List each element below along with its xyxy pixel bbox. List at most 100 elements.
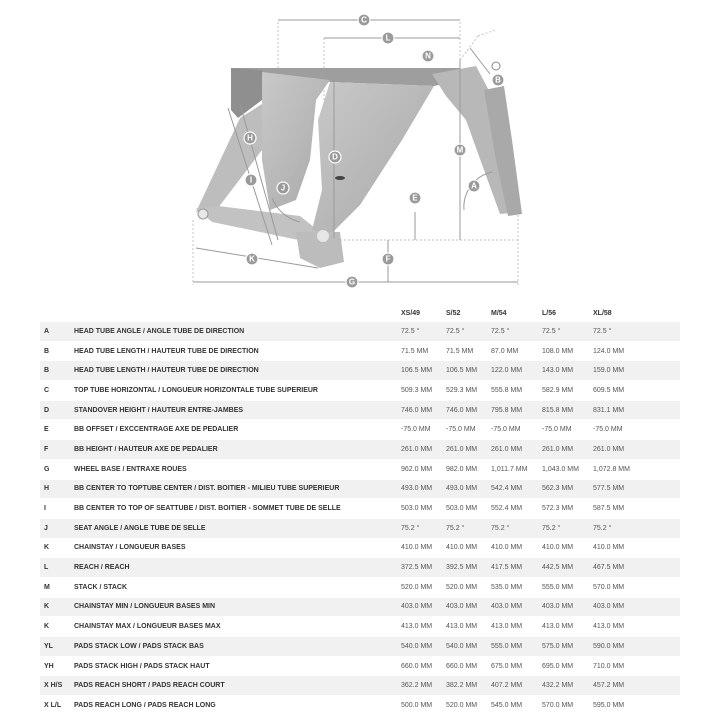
- row-value-cell: 710.0 MM: [593, 662, 625, 670]
- row-code: I: [44, 505, 46, 513]
- badge-f: F: [381, 252, 395, 266]
- row-value-cell: 509.3 MM: [401, 386, 433, 394]
- row-value-cell: 71.5 MM: [401, 347, 429, 355]
- row-measurement-name: WHEEL BASE / ENTRAXE ROUES: [74, 465, 187, 473]
- row-value-cell: 75.2 °: [491, 524, 510, 532]
- dimension-badges: C L N B H D M I J A E F K G: [243, 13, 505, 289]
- row-value-cell: 403.0 MM: [446, 603, 478, 611]
- row-value-cell: 261.0 MM: [401, 445, 433, 453]
- row-value-cell: 75.2 °: [542, 524, 561, 532]
- row-value-cell: 106.5 MM: [401, 367, 433, 375]
- row-code: F: [44, 445, 49, 453]
- row-value-cell: 72.5 °: [446, 327, 465, 335]
- table-body: A HEAD TUBE ANGLE / ANGLE TUBE DE DIRECTI…: [40, 322, 680, 716]
- row-value-cell: 75.2 °: [446, 524, 465, 532]
- table-header-row: XS/49 S/52 M/54 L/56 XL/58: [40, 304, 680, 322]
- badge-h: H: [243, 131, 257, 145]
- row-code: C: [44, 386, 50, 394]
- row-measurement-name: REACH / REACH: [74, 564, 130, 572]
- row-value-cell: -75.0 MM: [401, 426, 431, 434]
- row-value-cell: 520.0 MM: [401, 583, 433, 591]
- table-row: K CHAINSTAY / LONGUEUR BASES 410.0 MM 410.0…: [40, 538, 680, 559]
- row-value-cell: 124.0 MM: [593, 347, 625, 355]
- row-value-cell: 410.0 MM: [401, 544, 433, 552]
- row-value-cell: 562.3 MM: [542, 485, 574, 493]
- row-code: K: [44, 544, 50, 552]
- row-code: X H/S: [44, 682, 63, 690]
- geometry-table: XS/49 S/52 M/54 L/56 XL/58 A HEAD TUBE AN…: [40, 304, 680, 716]
- badge-m-text: M: [457, 146, 464, 155]
- row-measurement-name: HEAD TUBE LENGTH / HAUTEUR TUBE DE DIREC…: [74, 347, 259, 355]
- row-value-cell: 467.5 MM: [593, 564, 625, 572]
- table-row: D STANDOVER HEIGHT / HAUTEUR ENTRE-JAMBES…: [40, 400, 680, 421]
- row-value-cell: 362.2 MM: [401, 682, 433, 690]
- row-measurement-name: BB OFFSET / EXCCENTRAGE AXE DE PÉDALIER: [74, 426, 239, 434]
- row-value-cell: 660.0 MM: [401, 662, 433, 670]
- row-value-cell: 595.0 MM: [593, 701, 625, 709]
- badge-n: N: [421, 49, 435, 63]
- size-header-s: S/52: [446, 309, 461, 317]
- table-row: X H/S PADS REACH SHORT / PADS REACH COURT…: [40, 676, 680, 697]
- row-code: B: [44, 347, 50, 355]
- row-measurement-name: HEAD TUBE ANGLE / ANGLE TUBE DE DIRECTIO…: [74, 327, 245, 335]
- row-value-cell: 72.5 °: [491, 327, 510, 335]
- badge-i: I: [244, 173, 258, 187]
- row-value-cell: 540.0 MM: [446, 642, 478, 650]
- badge-j: J: [276, 181, 290, 195]
- row-measurement-name: CHAINSTAY / LONGUEUR BASES: [74, 544, 186, 552]
- row-value-cell: 500.0 MM: [401, 701, 433, 709]
- badge-c-text: C: [361, 16, 367, 25]
- row-value-cell: 417.5 MM: [491, 564, 523, 572]
- row-code: D: [44, 406, 50, 414]
- row-code: E: [44, 426, 49, 434]
- bike-frame: [196, 61, 522, 268]
- row-measurement-name: PADS REACH LONG / PADS REACH LONG: [74, 701, 216, 709]
- row-measurement-name: BB CENTER TO TOP OF SEATTUBE / DIST. BOI…: [74, 505, 341, 513]
- row-measurement-name: PADS REACH SHORT / PADS REACH COURT: [74, 682, 225, 690]
- row-value-cell: 587.5 MM: [593, 505, 625, 513]
- badge-l-text: L: [386, 34, 391, 43]
- row-value-cell: 87.0 MM: [491, 347, 519, 355]
- row-value-cell: 410.0 MM: [542, 544, 574, 552]
- badge-g-text: G: [349, 278, 355, 287]
- row-value-cell: 432.2 MM: [542, 682, 574, 690]
- row-value-cell: 695.0 MM: [542, 662, 574, 670]
- row-value-cell: 106.5 MM: [446, 367, 478, 375]
- row-value-cell: 261.0 MM: [446, 445, 478, 453]
- row-measurement-name: CHAINSTAY MIN / LONGUEUR BASES MIN: [74, 603, 216, 611]
- row-value-cell: 108.0 MM: [542, 347, 574, 355]
- row-value-cell: 72.5 °: [401, 327, 420, 335]
- row-value-cell: 403.0 MM: [593, 603, 625, 611]
- row-value-cell: 746.0 MM: [401, 406, 433, 414]
- row-value-cell: 413.0 MM: [401, 623, 433, 631]
- row-value-cell: 555.0 MM: [542, 583, 574, 591]
- row-value-cell: 413.0 MM: [446, 623, 478, 631]
- row-value-cell: 72.5 °: [542, 327, 561, 335]
- row-value-cell: 413.0 MM: [542, 623, 574, 631]
- badge-k-text: K: [249, 255, 255, 264]
- row-code: A: [44, 327, 50, 335]
- row-code: X L/L: [44, 701, 62, 709]
- row-value-cell: 410.0 MM: [491, 544, 523, 552]
- row-value-cell: 372.5 MM: [401, 564, 433, 572]
- badge-e: E: [408, 191, 422, 205]
- table-row: E BB OFFSET / EXCCENTRAGE AXE DE PÉDALIER…: [40, 420, 680, 441]
- row-value-cell: 71.5 MM: [446, 347, 474, 355]
- row-value-cell: 831.1 MM: [593, 406, 625, 414]
- row-value-cell: -75.0 MM: [446, 426, 476, 434]
- row-value-cell: 982.0 MM: [446, 465, 478, 473]
- badge-k: K: [245, 252, 259, 266]
- row-value-cell: 503.0 MM: [446, 505, 478, 513]
- row-code: G: [44, 465, 50, 473]
- row-measurement-name: TOP TUBE HORIZONTAL / LONGUEUR HORIZONTA…: [74, 386, 318, 394]
- row-measurement-name: STANDOVER HEIGHT / HAUTEUR ENTRE-JAMBES: [74, 406, 244, 414]
- row-code: YH: [44, 662, 54, 670]
- row-value-cell: 1,043.0 MM: [542, 465, 579, 473]
- row-value-cell: 407.2 MM: [491, 682, 523, 690]
- row-measurement-name: SEAT ANGLE / ANGLE TUBE DE SELLE: [74, 524, 206, 532]
- row-value-cell: 143.0 MM: [542, 367, 574, 375]
